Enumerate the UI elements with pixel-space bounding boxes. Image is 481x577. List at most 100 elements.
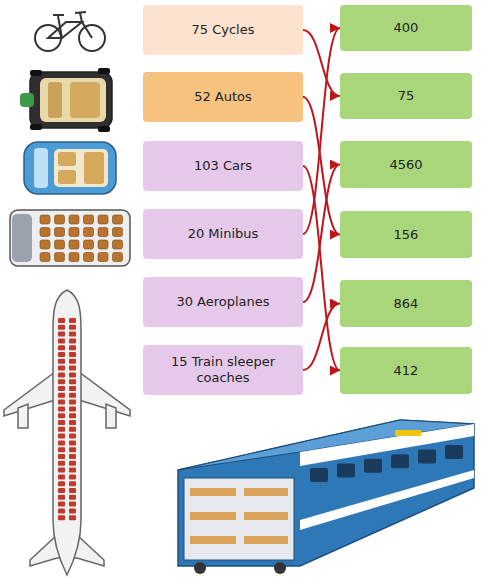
aeroplane-icon-part (69, 372, 76, 377)
aeroplane-icon-part (58, 502, 65, 507)
train-coach-part (391, 454, 409, 468)
aeroplane-icon-part (69, 461, 76, 466)
box-label: 52 Autos (194, 89, 252, 105)
minibus-icon-part (69, 215, 79, 224)
box-label: 412 (394, 363, 419, 379)
train-coach-part (300, 424, 474, 466)
aeroplane-icon-part (58, 338, 65, 343)
aeroplane-icon-part (58, 359, 65, 364)
train-coach-part (310, 445, 463, 482)
match-arrow (303, 165, 340, 303)
box-label: 75 Cycles (192, 22, 255, 38)
count-box: 15 Train sleeper coaches (143, 345, 303, 395)
answer-box: 412 (340, 347, 472, 394)
box-label: 864 (394, 296, 419, 312)
box-label: 75 (398, 88, 415, 104)
train-coach (178, 420, 474, 574)
minibus-icon-part (69, 228, 79, 237)
aeroplane-icon-part (69, 440, 76, 445)
minibus-icon-part (98, 240, 108, 249)
aeroplane-icon-part (58, 515, 65, 520)
minibus-icon-part (40, 215, 123, 262)
aeroplane-icon-part (69, 420, 76, 425)
box-label: 15 Train sleeper coaches (151, 354, 295, 385)
aeroplane-icon-part (69, 352, 76, 357)
bicycle-icon-part (53, 15, 64, 38)
aeroplane-icon-part (69, 406, 76, 411)
box-label: 103 Cars (194, 158, 252, 174)
answer-box: 4560 (340, 141, 472, 188)
minibus-icon-part (40, 253, 50, 262)
aeroplane-icon-part (69, 427, 76, 432)
auto-icon-part (20, 93, 34, 107)
minibus-icon-part (69, 253, 79, 262)
aeroplane-icon-part (58, 474, 65, 479)
aeroplane-icon-part (69, 481, 76, 486)
aeroplane-icon-part (58, 318, 65, 323)
auto-icon-part (98, 126, 110, 132)
train-coach-part (395, 430, 421, 436)
minibus-icon-part (10, 210, 130, 266)
auto-icon (20, 68, 112, 132)
answer-box: 75 (340, 73, 472, 119)
car-icon-part (58, 170, 76, 184)
train-coach-part (178, 420, 474, 566)
minibus-icon-part (98, 215, 108, 224)
train-coach-part (190, 512, 236, 520)
train-coach-part (194, 562, 206, 574)
aeroplane-icon (4, 290, 130, 575)
match-arrow (303, 28, 340, 234)
aeroplane-icon-part (58, 447, 65, 452)
answer-box: 864 (340, 280, 472, 327)
match-arrow (303, 97, 340, 235)
aeroplane-icon-part (69, 502, 76, 507)
minibus-icon-part (84, 253, 94, 262)
aeroplane-icon-part (69, 400, 76, 405)
aeroplane-icon-part (58, 366, 65, 371)
aeroplane-icon-part (58, 434, 65, 439)
aeroplane-icon-part (69, 447, 76, 452)
train-coach-part (190, 536, 236, 544)
aeroplane-icon-part (69, 515, 76, 520)
count-box: 20 Minibus (143, 209, 303, 259)
minibus-icon (10, 210, 130, 266)
auto-icon-part (98, 68, 110, 74)
aeroplane-icon-part (58, 495, 65, 500)
train-coach-part (244, 488, 288, 496)
train-coach-part (244, 512, 288, 520)
train-coach-part (184, 478, 294, 560)
answer-box: 400 (340, 5, 472, 51)
aeroplane-icon-part (69, 468, 76, 473)
aeroplane-icon-part (69, 379, 76, 384)
car-icon (24, 142, 116, 194)
train-coach-part (178, 420, 474, 470)
car-icon-part (24, 142, 116, 194)
aeroplane-icon-part (58, 400, 65, 405)
minibus-icon-part (12, 214, 32, 262)
bicycle-icon-part (48, 22, 82, 38)
bicycle-icon-part (75, 12, 92, 38)
minibus-icon-part (113, 215, 123, 224)
minibus-icon-part (98, 228, 108, 237)
auto-icon-part (30, 72, 112, 128)
aeroplane-icon-part (58, 372, 65, 377)
count-box: 103 Cars (143, 141, 303, 191)
aeroplane-icon-part (58, 481, 65, 486)
aeroplane-icon-part (69, 332, 76, 337)
car-icon-part (54, 149, 108, 187)
box-label: 4560 (389, 157, 422, 173)
minibus-icon-part (84, 215, 94, 224)
aeroplane-icon-part (58, 345, 65, 350)
aeroplane-icon-part (69, 325, 76, 330)
match-arrow (303, 304, 340, 371)
minibus-icon-part (55, 240, 65, 249)
car-icon-part (84, 152, 104, 184)
aeroplane-icon-part (69, 345, 76, 350)
aeroplane-icon-part (58, 332, 65, 337)
aeroplane-icon-part (58, 488, 65, 493)
count-box: 30 Aeroplanes (143, 277, 303, 327)
aeroplane-icon-part (58, 440, 65, 445)
auto-icon-part (40, 78, 106, 122)
train-coach-part (445, 445, 463, 459)
